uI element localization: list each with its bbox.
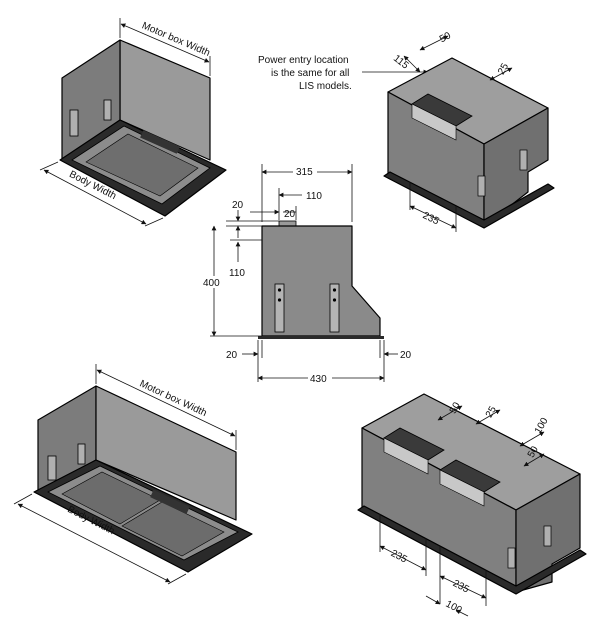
mount-bracket	[103, 99, 112, 121]
mount-bracket	[274, 283, 285, 333]
dim-20-top: 20	[232, 200, 244, 211]
dim-400: 400	[203, 278, 220, 289]
body-frame	[383, 171, 555, 229]
outlet-plate	[411, 103, 457, 141]
bottom-flange	[258, 336, 384, 339]
mount-bracket	[519, 149, 528, 171]
light-strip	[140, 130, 180, 154]
dim-20-right: 20	[400, 350, 412, 361]
dim-235-left: 235	[389, 548, 409, 566]
dim-25-top: 25	[484, 404, 499, 420]
mount-bracket	[69, 109, 79, 137]
mount-bracket	[77, 443, 86, 465]
mount-bracket	[329, 283, 340, 333]
dim-315: 315	[296, 167, 313, 178]
mount-bracket	[543, 525, 552, 547]
mount-bracket	[47, 455, 57, 481]
mount-bracket	[477, 175, 486, 197]
front-elevation: 315 110 20 20 110 400 20 20	[202, 164, 412, 385]
double-hood-top-view: 50 25 100 50 235 235 100	[357, 393, 587, 617]
dim-430: 430	[310, 374, 327, 385]
light-strip	[150, 489, 190, 515]
single-hood-underside-view: Motor box Width Body Width	[39, 18, 227, 227]
dim-50-top: 50	[448, 400, 463, 416]
dim-100-top: 100	[533, 416, 551, 436]
outlet-plate-left	[383, 437, 429, 475]
body-frame	[357, 505, 587, 595]
outlet-plate-right	[439, 469, 485, 507]
mount-bracket	[507, 547, 516, 569]
dim-50: 50	[438, 30, 453, 45]
dim-235-right: 235	[451, 578, 471, 596]
dim-20-mid: 20	[284, 209, 296, 220]
double-hood-underside-view: Motor box Width Body Width	[13, 364, 253, 585]
single-hood-top-view: Power entry location is the same for all…	[258, 30, 555, 232]
power-entry-stub	[278, 220, 297, 227]
dim-50-right: 50	[526, 444, 541, 460]
dim-110-top: 110	[306, 191, 322, 202]
dim-25: 25	[496, 61, 511, 77]
dim-20-left: 20	[226, 350, 238, 361]
dim-110-vertical: 110	[229, 268, 245, 279]
power-entry-note-line2: is the same for all	[271, 68, 349, 79]
dim-115: 115	[391, 53, 411, 72]
power-entry-note-line3: LIS models.	[299, 81, 352, 92]
power-entry-note-line1: Power entry location	[258, 55, 349, 66]
dim-235: 235	[421, 210, 441, 227]
dim-100-bottom: 100	[444, 599, 464, 617]
